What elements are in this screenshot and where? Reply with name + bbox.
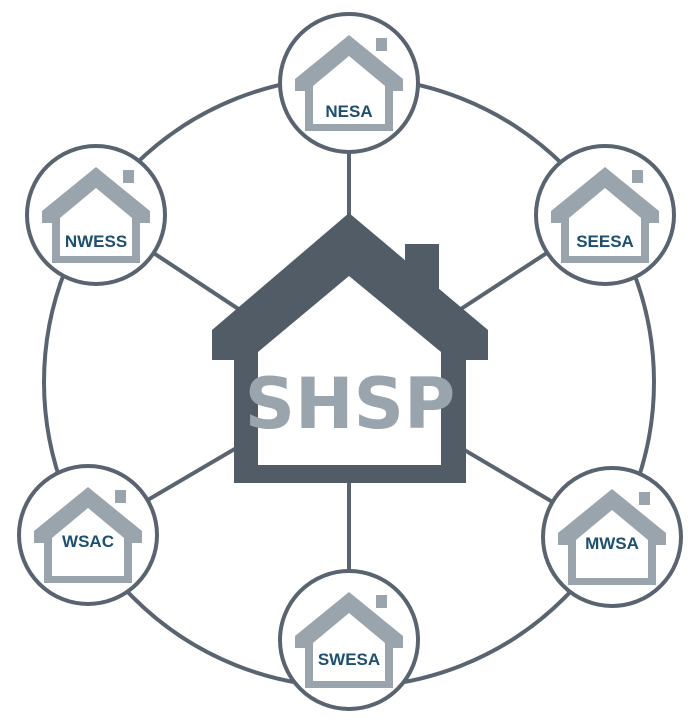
house-icon <box>558 489 666 585</box>
node-wsac: WSAC <box>17 464 159 606</box>
node-label: SEESA <box>576 232 634 251</box>
node-label: MWSA <box>585 534 639 553</box>
house-icon <box>295 35 403 131</box>
center-label: SHSP <box>245 363 456 445</box>
node-label: WSAC <box>62 532 114 551</box>
house-icon <box>551 167 659 263</box>
node-label: NESA <box>325 102 372 121</box>
node-label: NWESS <box>65 232 127 251</box>
house-icon <box>42 167 150 263</box>
node-nesa: NESA <box>278 12 420 154</box>
center-house-inner <box>258 276 441 465</box>
node-swesa: SWESA <box>278 569 420 711</box>
house-icon <box>34 487 142 583</box>
node-nwess: NWESS <box>25 144 167 286</box>
node-seesa: SEESA <box>534 144 676 286</box>
node-label: SWESA <box>318 650 380 669</box>
house-icon <box>295 592 403 688</box>
center-house: SHSP <box>212 213 488 483</box>
node-mwsa: MWSA <box>541 466 683 608</box>
